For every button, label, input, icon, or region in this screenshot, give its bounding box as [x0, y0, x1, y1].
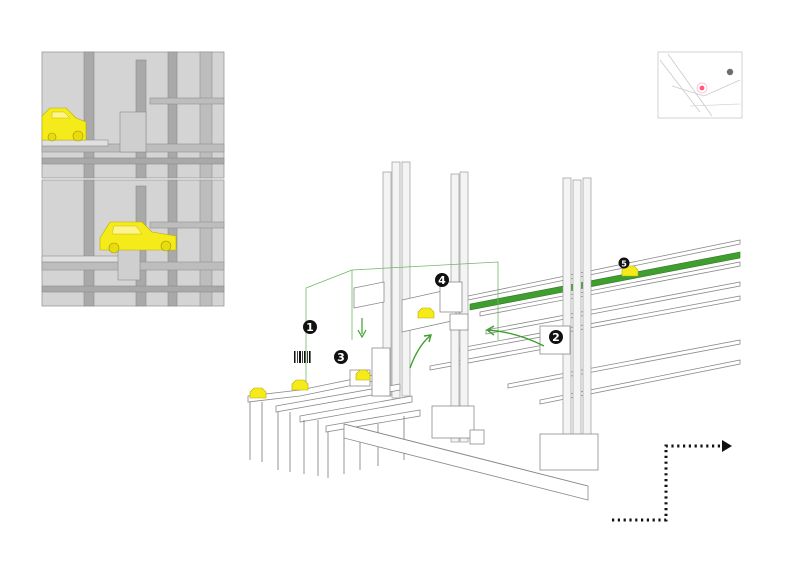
inset-top-panel — [42, 52, 224, 178]
svg-text:4: 4 — [438, 274, 446, 287]
car-icon — [250, 388, 266, 398]
svg-text:5: 5 — [621, 260, 627, 269]
car-icon — [356, 370, 370, 380]
entry-lifter — [350, 348, 390, 396]
svg-text:3: 3 — [337, 351, 345, 364]
step-marker-4: 4 — [435, 273, 449, 287]
highlighted-rail — [470, 252, 740, 310]
shuttle-carriage-upper — [354, 282, 468, 332]
svg-text:1: 1 — [306, 321, 314, 334]
curved-arrow-icon — [410, 335, 431, 368]
step-marker-1: 1 — [303, 320, 317, 334]
step-marker-5: 5 — [619, 258, 630, 269]
step-marker-2: 2 — [549, 330, 563, 344]
locator-minimap — [658, 52, 742, 118]
svg-text:2: 2 — [552, 331, 560, 344]
arrow-down-icon — [358, 318, 366, 337]
car-icon — [292, 380, 308, 390]
car-icon — [418, 308, 434, 318]
inset-bottom-panel — [42, 180, 224, 306]
dotted-path-arrow-icon — [612, 440, 732, 520]
step-marker-3: 3 — [334, 350, 348, 364]
barcode-icon — [294, 351, 311, 363]
entry-conveyors — [248, 374, 420, 478]
